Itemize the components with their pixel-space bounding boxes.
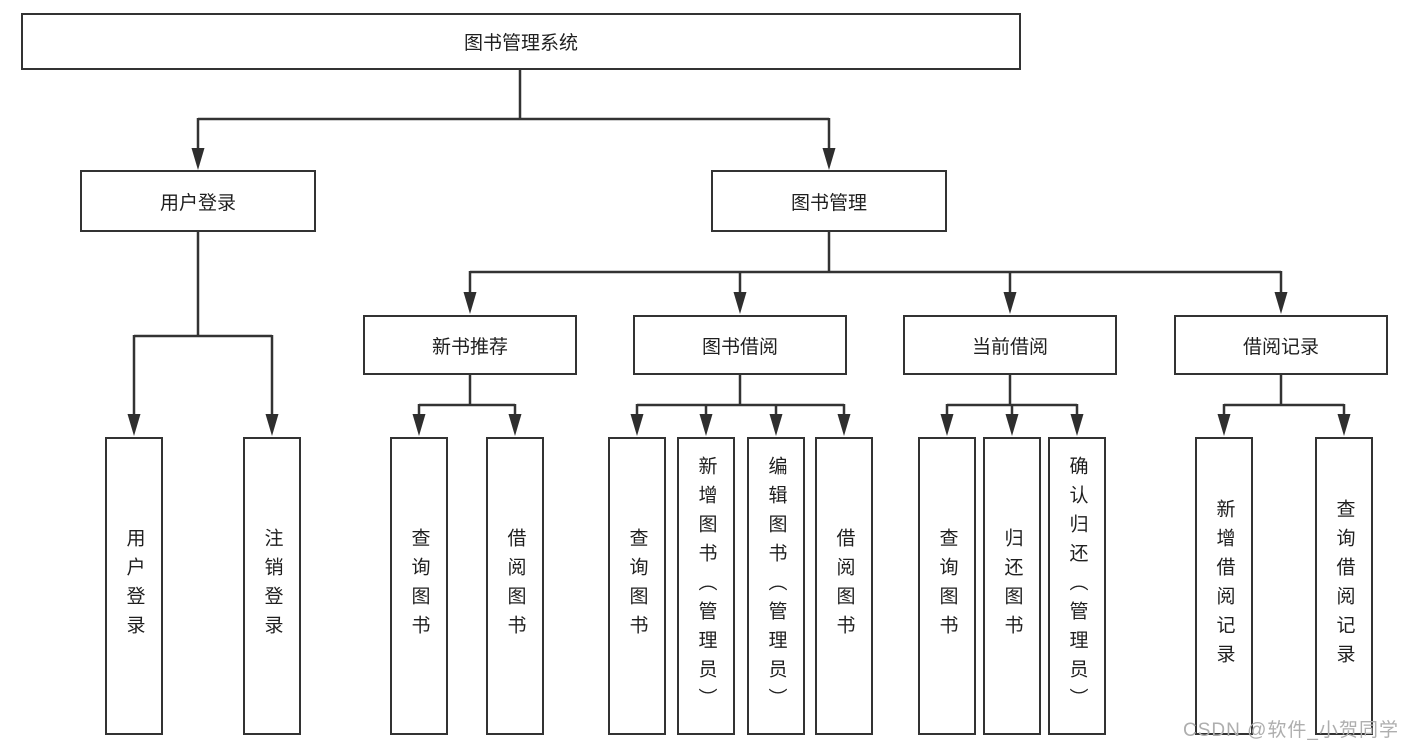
- node-label: 图书管理系统: [463, 33, 578, 54]
- node-label: 归还图书: [1001, 528, 1023, 644]
- leaf-add-borrow-record: 新增借阅记录: [1195, 437, 1253, 735]
- node-label: 用户登录: [123, 528, 145, 644]
- leaf-edit-books-admin: 编辑图书（管理员）: [747, 437, 805, 735]
- node-book-management: 图书管理: [711, 170, 947, 232]
- node-label: 用户登录: [159, 192, 236, 214]
- leaf-add-books-admin: 新增图书（管理员）: [677, 437, 735, 735]
- node-label: 确认归还（管理员）: [1066, 455, 1088, 717]
- node-new-book-recommendation: 新书推荐: [363, 315, 577, 375]
- node-label: 图书管理: [790, 192, 867, 214]
- leaf-return-books: 归还图书: [983, 437, 1041, 735]
- leaf-logout: 注销登录: [243, 437, 301, 735]
- node-label: 查询图书: [626, 528, 648, 644]
- node-label: 借阅图书: [833, 528, 855, 644]
- node-label: 查询图书: [408, 528, 430, 644]
- leaf-borrow-books: 借阅图书: [815, 437, 873, 735]
- node-label: 查询图书: [936, 528, 958, 644]
- leaf-query-books: 查询图书: [918, 437, 976, 735]
- leaf-query-borrow-record: 查询借阅记录: [1315, 437, 1373, 735]
- leaf-confirm-return-admin: 确认归还（管理员）: [1048, 437, 1106, 735]
- node-user-login: 用户登录: [80, 170, 316, 232]
- leaf-borrow-books: 借阅图书: [486, 437, 544, 735]
- node-label: 注销登录: [261, 528, 283, 644]
- node-library-management-system: 图书管理系统: [21, 13, 1021, 70]
- node-label: 编辑图书（管理员）: [765, 455, 787, 717]
- leaf-user-login: 用户登录: [105, 437, 163, 735]
- node-label: 借阅记录: [1242, 336, 1319, 358]
- csdn-watermark: CSDN @软件_小贺同学: [1183, 720, 1399, 741]
- node-label: 图书借阅: [701, 336, 778, 358]
- node-label: 查询借阅记录: [1333, 499, 1355, 673]
- node-label: 借阅图书: [504, 528, 526, 644]
- node-label: 当前借阅: [971, 336, 1048, 358]
- leaf-query-books: 查询图书: [390, 437, 448, 735]
- leaf-query-books: 查询图书: [608, 437, 666, 735]
- node-borrowing-records: 借阅记录: [1174, 315, 1388, 375]
- node-label: 新增图书（管理员）: [695, 455, 717, 717]
- node-label: 新书推荐: [431, 336, 508, 358]
- node-current-borrowing: 当前借阅: [903, 315, 1117, 375]
- node-label: 新增借阅记录: [1213, 499, 1235, 673]
- node-book-borrowing: 图书借阅: [633, 315, 847, 375]
